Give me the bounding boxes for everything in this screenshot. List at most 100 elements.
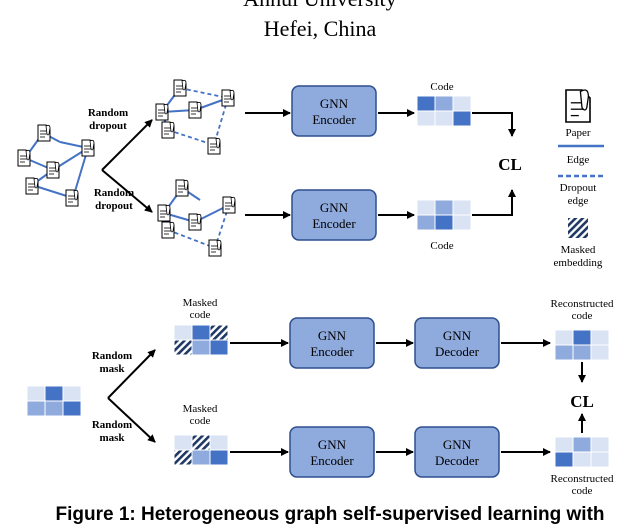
code-cell <box>44 385 64 402</box>
header-location: Hefei, China <box>263 16 377 41</box>
paper-icon <box>25 177 39 195</box>
code-cell <box>62 400 82 417</box>
code-cell <box>590 451 610 468</box>
paper-icon <box>155 103 169 121</box>
code-cell <box>173 434 193 451</box>
header-university: Anhui University <box>0 0 640 12</box>
paper-icon <box>17 149 31 167</box>
code-cell <box>452 95 472 112</box>
code-cell <box>191 449 211 466</box>
paper-icon <box>173 79 187 97</box>
code-cell <box>554 329 574 346</box>
source-graph <box>17 124 95 207</box>
code-cell <box>572 451 592 468</box>
code-cell <box>191 339 211 356</box>
gnn-decoder-box <box>414 426 500 478</box>
code-cell <box>554 451 574 468</box>
code-cell <box>554 436 574 453</box>
masked-cell <box>191 434 211 451</box>
code-cell <box>173 324 193 341</box>
cl-label-top: CL <box>498 155 522 174</box>
legend-masked-swatch <box>568 218 588 238</box>
code-cell <box>434 95 454 112</box>
code-cell <box>452 110 472 127</box>
code-cell <box>191 324 211 341</box>
source-code-matrix <box>26 385 82 417</box>
legend-edge: Edge <box>567 154 590 166</box>
code-cell <box>572 344 592 361</box>
paper-icon <box>81 139 95 157</box>
masked-cell <box>173 339 193 356</box>
legend-paper: Paper <box>565 127 590 139</box>
paper-icon <box>65 189 79 207</box>
code-cell <box>44 400 64 417</box>
reconstructed-code-matrix-bottom <box>554 436 610 468</box>
code-label-bottom: Code <box>430 240 453 252</box>
paper-icon <box>221 89 235 107</box>
gnn-encoder-box <box>291 189 377 241</box>
code-matrix-bottom <box>416 199 472 231</box>
code-cell <box>572 436 592 453</box>
paper-icon <box>46 161 60 179</box>
paper-legend-icon <box>565 89 591 123</box>
paper-icon <box>188 101 202 119</box>
code-cell <box>434 214 454 231</box>
gnn-encoder-box <box>291 85 377 137</box>
code-matrix-top <box>416 95 472 127</box>
code-cell <box>26 385 46 402</box>
code-cell <box>572 329 592 346</box>
cl-label-bottom: CL <box>570 392 594 411</box>
code-label-top: Code <box>430 81 453 93</box>
masked-code-matrix-bottom <box>173 434 229 466</box>
code-cell <box>590 344 610 361</box>
code-cell <box>590 436 610 453</box>
gnn-encoder-box <box>289 317 375 369</box>
gnn-decoder-box <box>414 317 500 369</box>
paper-icon <box>222 196 236 214</box>
code-cell <box>209 449 229 466</box>
gnn-encoder-box <box>289 426 375 478</box>
augmented-graph-1 <box>155 79 235 155</box>
paper-icon <box>37 124 51 142</box>
code-cell <box>62 385 82 402</box>
code-cell <box>434 199 454 216</box>
code-cell <box>416 110 436 127</box>
paper-icon <box>207 137 221 155</box>
paper-icon <box>175 179 189 197</box>
masked-cell <box>209 324 229 341</box>
paper-icon <box>188 213 202 231</box>
paper-icon <box>157 204 171 222</box>
paper-icon <box>161 121 175 139</box>
code-cell <box>416 214 436 231</box>
code-cell <box>434 110 454 127</box>
reconstructed-code-matrix-top <box>554 329 610 361</box>
code-cell <box>416 199 436 216</box>
paper-icon <box>161 221 175 239</box>
figure-caption: Figure 1: Heterogeneous graph self-super… <box>55 504 605 525</box>
augmented-graph-2 <box>157 179 236 257</box>
code-cell <box>416 95 436 112</box>
code-cell <box>209 434 229 451</box>
code-cell <box>452 214 472 231</box>
code-cell <box>590 329 610 346</box>
masked-cell <box>173 449 193 466</box>
paper-icon <box>208 239 222 257</box>
masked-code-matrix-top <box>173 324 229 356</box>
